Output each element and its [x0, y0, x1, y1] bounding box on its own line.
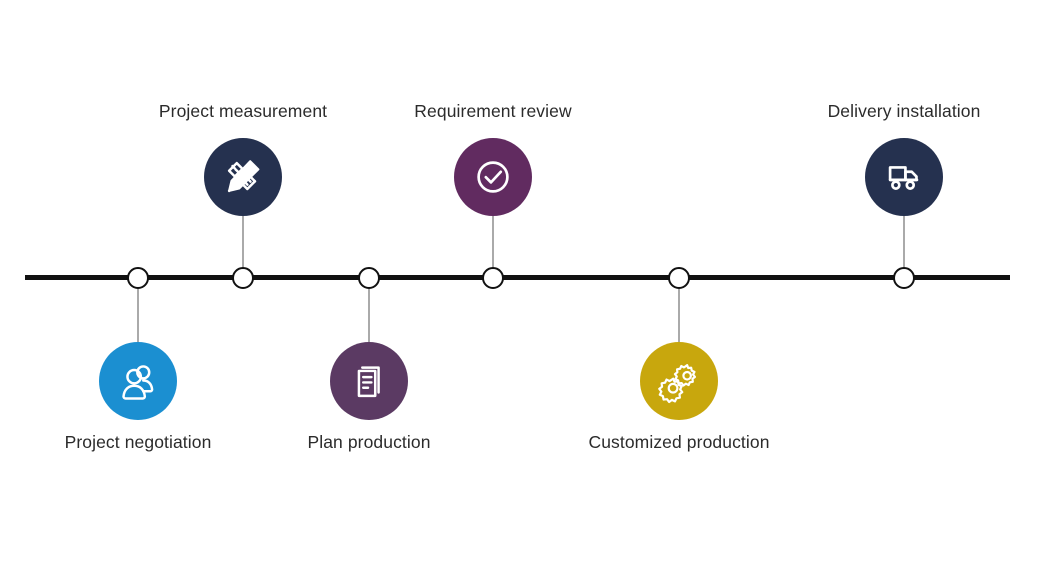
step-label-delivery-installation: Delivery installation [827, 101, 981, 121]
step-badge-delivery-installation[interactable] [865, 138, 943, 216]
step-label-project-measurement: Project measurement [158, 101, 328, 121]
documents-stack-icon [346, 358, 392, 404]
step-label-plan-production: Plan production [307, 432, 431, 452]
step-badge-requirement-review[interactable] [454, 138, 532, 216]
gears-icon [656, 358, 702, 404]
check-circle-icon [470, 154, 516, 200]
timeline-node-1[interactable] [127, 267, 149, 289]
connector-step-1 [137, 278, 139, 342]
timeline-node-3[interactable] [358, 267, 380, 289]
step-badge-customized-production[interactable] [640, 342, 718, 420]
connector-step-6 [903, 216, 905, 278]
step-label-customized-production: Customized production [588, 432, 770, 452]
timeline-axis [25, 275, 1010, 280]
pencil-ruler-icon [220, 154, 266, 200]
step-badge-project-measurement[interactable] [204, 138, 282, 216]
timeline-node-2[interactable] [232, 267, 254, 289]
timeline-node-4[interactable] [482, 267, 504, 289]
step-label-project-negotiation: Project negotiation [64, 432, 212, 452]
delivery-truck-icon [881, 154, 927, 200]
timeline-node-5[interactable] [668, 267, 690, 289]
users-group-icon [115, 358, 161, 404]
step-label-requirement-review: Requirement review [414, 101, 572, 121]
step-badge-project-negotiation[interactable] [99, 342, 177, 420]
step-badge-plan-production[interactable] [330, 342, 408, 420]
connector-step-2 [242, 216, 244, 278]
connector-step-4 [492, 216, 494, 278]
timeline-node-6[interactable] [893, 267, 915, 289]
connector-step-5 [678, 278, 680, 342]
connector-step-3 [368, 278, 370, 342]
